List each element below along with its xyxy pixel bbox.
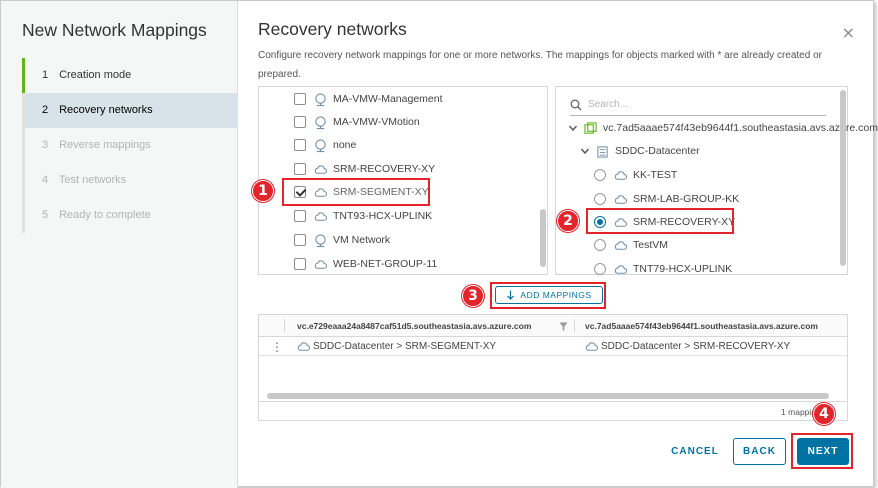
- search-input[interactable]: Search...: [570, 94, 826, 116]
- mapping-source-cell: SDDC-Datacenter > SRM-SEGMENT-XY: [297, 337, 496, 356]
- source-network-row[interactable]: TNT93-HCX-UPLINK: [294, 206, 432, 226]
- checkbox[interactable]: [294, 116, 306, 128]
- arrow-down-icon: [507, 290, 515, 300]
- mappings-grid: vc.e729eaaa24a8487caf51d5.southeastasia.…: [258, 314, 848, 421]
- row-menu-icon[interactable]: ⋮: [271, 339, 283, 354]
- highlight-box-add: [490, 282, 606, 309]
- grid-footer: 1 mappings: [259, 401, 847, 421]
- source-network-row[interactable]: none: [294, 135, 356, 155]
- next-button[interactable]: NEXT: [797, 438, 849, 465]
- radio-button[interactable]: [594, 239, 606, 251]
- cloud-network-icon: [585, 342, 599, 351]
- source-network-row[interactable]: SRM-RECOVERY-XY: [294, 159, 435, 179]
- checkbox[interactable]: [294, 234, 306, 246]
- horizontal-scrollbar[interactable]: [267, 393, 829, 399]
- mappings-count: 1 mappings: [781, 407, 825, 417]
- mapping-target-cell: SDDC-Datacenter > SRM-RECOVERY-XY: [585, 337, 790, 356]
- column-separator: [284, 319, 285, 333]
- page-description: Configure recovery network mappings for …: [258, 50, 822, 80]
- filter-icon[interactable]: [559, 322, 568, 331]
- highlight-box-next: [791, 433, 853, 469]
- cloud-network-icon: [314, 187, 328, 197]
- highlight-box-target: [586, 208, 734, 234]
- back-button[interactable]: BACK: [733, 438, 786, 465]
- main-content: Recovery networks × Configure recovery n…: [238, 1, 878, 488]
- target-network-row[interactable]: SRM-RECOVERY-XY: [594, 212, 735, 232]
- callout-badge-3: 3: [462, 285, 484, 307]
- chevron-down-icon[interactable]: [568, 123, 578, 133]
- target-networks-panel: Search... vc.7ad5aaae574f43eb9644f1.sout…: [555, 86, 878, 275]
- cloud-network-icon: [297, 342, 311, 351]
- source-network-row[interactable]: VM Network: [294, 230, 390, 250]
- checkbox[interactable]: [294, 258, 306, 270]
- target-network-row[interactable]: SRM-LAB-GROUP-KK: [594, 189, 739, 209]
- step-reverse-mappings: 3 Reverse mappings: [22, 128, 238, 163]
- cloud-network-icon: [614, 170, 628, 180]
- cloud-network-icon: [614, 240, 628, 250]
- cloud-network-icon: [614, 194, 628, 204]
- network-icon: [315, 92, 326, 106]
- cloud-network-icon: [614, 217, 628, 227]
- tree-datacenter[interactable]: SDDC-Datacenter: [580, 141, 700, 161]
- network-icon: [315, 138, 326, 152]
- callout-badge-1: 1: [252, 180, 274, 202]
- table-row[interactable]: ⋮ SDDC-Datacenter > SRM-SEGMENT-XY SDDC-…: [259, 337, 847, 356]
- network-icon: [315, 115, 326, 129]
- wizard-nav: New Network Mappings 1 Creation mode 2 R…: [1, 1, 238, 488]
- cloud-network-icon: [614, 264, 628, 274]
- checkbox[interactable]: [294, 139, 306, 151]
- cloud-network-icon: [314, 164, 328, 174]
- target-network-row[interactable]: KK-TEST: [594, 165, 677, 185]
- datacenter-icon: [597, 145, 608, 158]
- column-separator: [574, 319, 575, 333]
- vcenter-icon: [584, 121, 597, 134]
- source-network-row[interactable]: MA-VMW-Management: [294, 89, 443, 109]
- source-network-row[interactable]: MA-VMW-VMotion: [294, 112, 420, 132]
- source-networks-panel: MA-VMW-Management MA-VMW-VMotion none SR…: [258, 86, 548, 275]
- chevron-down-icon[interactable]: [580, 146, 590, 156]
- column-header-target[interactable]: vc.7ad5aaae574f43eb9644f1.southeastasia.…: [585, 321, 818, 331]
- source-network-row[interactable]: WEB-NET-GROUP-11: [294, 254, 437, 274]
- tree-vcenter[interactable]: vc.7ad5aaae574f43eb9644f1.southeastasia.…: [568, 118, 878, 138]
- grid-header: vc.e729eaaa24a8487caf51d5.southeastasia.…: [259, 315, 847, 337]
- step-creation-mode[interactable]: 1 Creation mode: [22, 58, 238, 93]
- cloud-network-icon: [314, 259, 328, 269]
- wizard-title: New Network Mappings: [22, 20, 207, 40]
- target-network-row[interactable]: TestVM: [594, 235, 668, 255]
- scrollbar[interactable]: [840, 90, 846, 266]
- highlight-box-source: [282, 178, 430, 206]
- radio-button[interactable]: [594, 193, 606, 205]
- radio-button[interactable]: [594, 263, 606, 275]
- source-network-row[interactable]: SRM-SEGMENT-XY: [294, 182, 429, 202]
- step-recovery-networks[interactable]: 2 Recovery networks: [22, 93, 238, 128]
- scrollbar[interactable]: [540, 209, 546, 267]
- wizard-steps: 1 Creation mode 2 Recovery networks 3 Re…: [22, 58, 238, 233]
- callout-badge-2: 2: [557, 210, 579, 232]
- close-icon[interactable]: ×: [841, 23, 855, 42]
- add-mappings-button[interactable]: ADD MAPPINGS: [495, 286, 603, 304]
- column-header-source[interactable]: vc.e729eaaa24a8487caf51d5.southeastasia.…: [297, 321, 532, 331]
- search-icon: [570, 99, 582, 110]
- checkbox-checked[interactable]: [294, 186, 306, 198]
- checkbox[interactable]: [294, 210, 306, 222]
- network-icon: [315, 233, 326, 247]
- checkbox[interactable]: [294, 93, 306, 105]
- step-ready-to-complete: 5 Ready to complete: [22, 198, 238, 233]
- target-network-row[interactable]: TNT79-HCX-UPLINK: [594, 259, 732, 279]
- step-test-networks: 4 Test networks: [22, 163, 238, 198]
- checkbox[interactable]: [294, 163, 306, 175]
- callout-badge-4: 4: [813, 403, 835, 425]
- radio-button[interactable]: [594, 169, 606, 181]
- cloud-network-icon: [314, 211, 328, 221]
- radio-button-selected[interactable]: [594, 216, 606, 228]
- page-title: Recovery networks: [258, 19, 407, 39]
- cancel-button[interactable]: CANCEL: [671, 446, 719, 457]
